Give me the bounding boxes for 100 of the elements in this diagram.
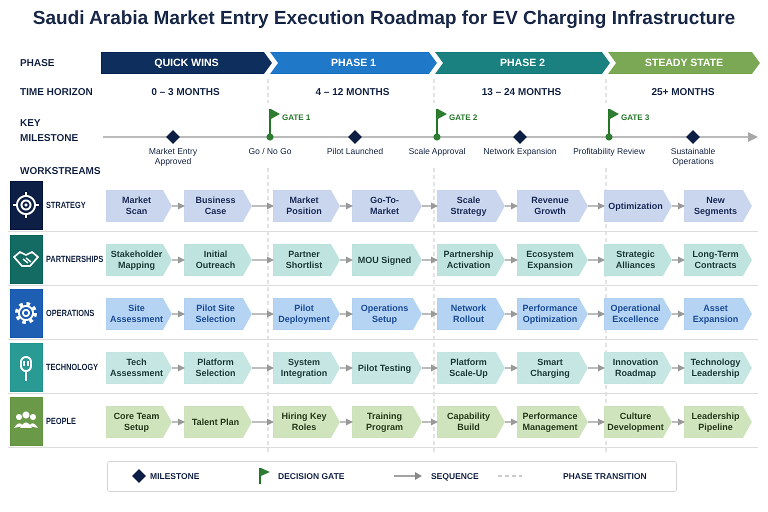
workstream-row: [8, 234, 758, 286]
row-header: TIME HORIZON: [20, 87, 93, 98]
process-step: Market Scan: [106, 190, 172, 222]
arrow: [340, 202, 353, 210]
milestone-label: Go / No Go: [248, 146, 292, 156]
arrow: [172, 202, 185, 210]
arrow: [422, 418, 438, 426]
legend-label: MILESTONE: [150, 471, 200, 481]
arrow: [252, 364, 274, 372]
arrow: [252, 202, 274, 210]
process-step: Ecosystem Expansion: [517, 244, 588, 276]
process-step: Site Assessment: [106, 298, 172, 330]
time-horizon-label: 25+ MONTHS: [650, 87, 716, 98]
process-step: Network Rollout: [437, 298, 505, 330]
workstream-row: [8, 180, 758, 232]
legend-label: SEQUENCE: [431, 471, 479, 481]
process-step: Pilot Site Selection: [184, 298, 252, 330]
arrow: [505, 418, 518, 426]
process-step: Core Team Setup: [106, 406, 172, 438]
legend-label: PHASE TRANSITION: [563, 471, 647, 481]
arrow: [252, 310, 274, 318]
row-header: WORKSTREAMS: [20, 166, 101, 177]
workstream-row: [8, 396, 758, 448]
process-step: Long-Term Contracts: [684, 244, 752, 276]
gate-label: GATE 3: [621, 113, 650, 122]
arrow: [588, 202, 605, 210]
workstream-row: [8, 342, 758, 394]
workstream-label: OPERATIONS: [46, 308, 94, 318]
process-step: System Integration: [273, 352, 340, 384]
arrow: [340, 310, 353, 318]
process-step: Optimization: [604, 190, 672, 222]
process-step: Scale Strategy: [437, 190, 505, 222]
process-step: Training Program: [352, 406, 422, 438]
arrow: [672, 310, 685, 318]
arrow: [505, 256, 518, 264]
arrow: [172, 418, 185, 426]
phase-header: QUICK WINS: [101, 52, 272, 74]
process-step: Performance Optimization: [517, 298, 588, 330]
arrow: [172, 256, 185, 264]
arrow: [505, 202, 518, 210]
process-step: Culture Development: [604, 406, 672, 438]
process-step: Performance Management: [517, 406, 588, 438]
process-step: Partnership Activation: [437, 244, 505, 276]
process-step: Capability Build: [437, 406, 505, 438]
arrow: [340, 418, 353, 426]
process-step: Talent Plan: [184, 406, 252, 438]
title: Saudi Arabia Market Entry Execution Roadmap for EV Charging Infrastructure: [32, 8, 736, 30]
arrow: [588, 256, 605, 264]
row-header: PHASE: [20, 58, 54, 69]
process-step: Stakeholder Mapping: [106, 244, 172, 276]
process-step: Asset Expansion: [684, 298, 752, 330]
time-horizon-label: 4 – 12 MONTHS: [314, 87, 390, 98]
gate-label: GATE 1: [282, 113, 310, 122]
process-step: Smart Charging: [517, 352, 588, 384]
milestone-label: Pilot Launched: [326, 146, 384, 156]
arrow: [340, 364, 353, 372]
arrow: [172, 310, 185, 318]
phase-header: STEADY STATE: [608, 52, 760, 74]
milestone-label: Profitability Review: [572, 146, 646, 156]
process-step: Technology Leadership: [684, 352, 752, 384]
arrow: [422, 364, 438, 372]
time-horizon-label: 0 – 3 MONTHS: [150, 87, 221, 98]
arrow: [588, 310, 605, 318]
process-step: Leadership Pipeline: [684, 406, 752, 438]
workstream-label: STRATEGY: [46, 200, 86, 210]
process-step: Initial Outreach: [184, 244, 252, 276]
process-step: Market Position: [273, 190, 340, 222]
arrow: [588, 418, 605, 426]
process-step: New Segments: [684, 190, 752, 222]
arrow: [588, 364, 605, 372]
milestone-label: Scale Approval: [408, 146, 466, 156]
process-step: Go-To-Market: [352, 190, 422, 222]
process-step: Pilot Deployment: [273, 298, 340, 330]
process-step: Business Case: [184, 190, 252, 222]
row-header: KEY MILESTONE: [20, 117, 80, 146]
arrow: [505, 364, 518, 372]
arrow: [252, 256, 274, 264]
workstream-label: PEOPLE: [46, 416, 76, 426]
arrow: [505, 310, 518, 318]
phase-header: PHASE 2: [435, 52, 610, 74]
process-step: Strategic Alliances: [604, 244, 672, 276]
milestone-label: Sustainable Operations: [670, 146, 716, 166]
arrow: [422, 202, 438, 210]
workstream-row: [8, 288, 758, 340]
workstream-label: TECHNOLOGY: [46, 362, 98, 372]
arrow: [172, 364, 185, 372]
process-step: Hiring Key Roles: [273, 406, 340, 438]
arrow: [422, 256, 438, 264]
arrow: [672, 418, 685, 426]
arrow: [252, 418, 274, 426]
process-step: Operations Setup: [352, 298, 422, 330]
process-step: MOU Signed: [352, 244, 422, 276]
milestone-label: Network Expansion: [482, 146, 558, 156]
arrow: [672, 364, 685, 372]
phase-header: PHASE 1: [270, 52, 437, 74]
process-step: Pilot Testing: [352, 352, 422, 384]
process-step: Operational Excellence: [604, 298, 672, 330]
arrow: [340, 256, 353, 264]
legend-label: DECISION GATE: [278, 471, 344, 481]
process-step: Innovation Roadmap: [604, 352, 672, 384]
